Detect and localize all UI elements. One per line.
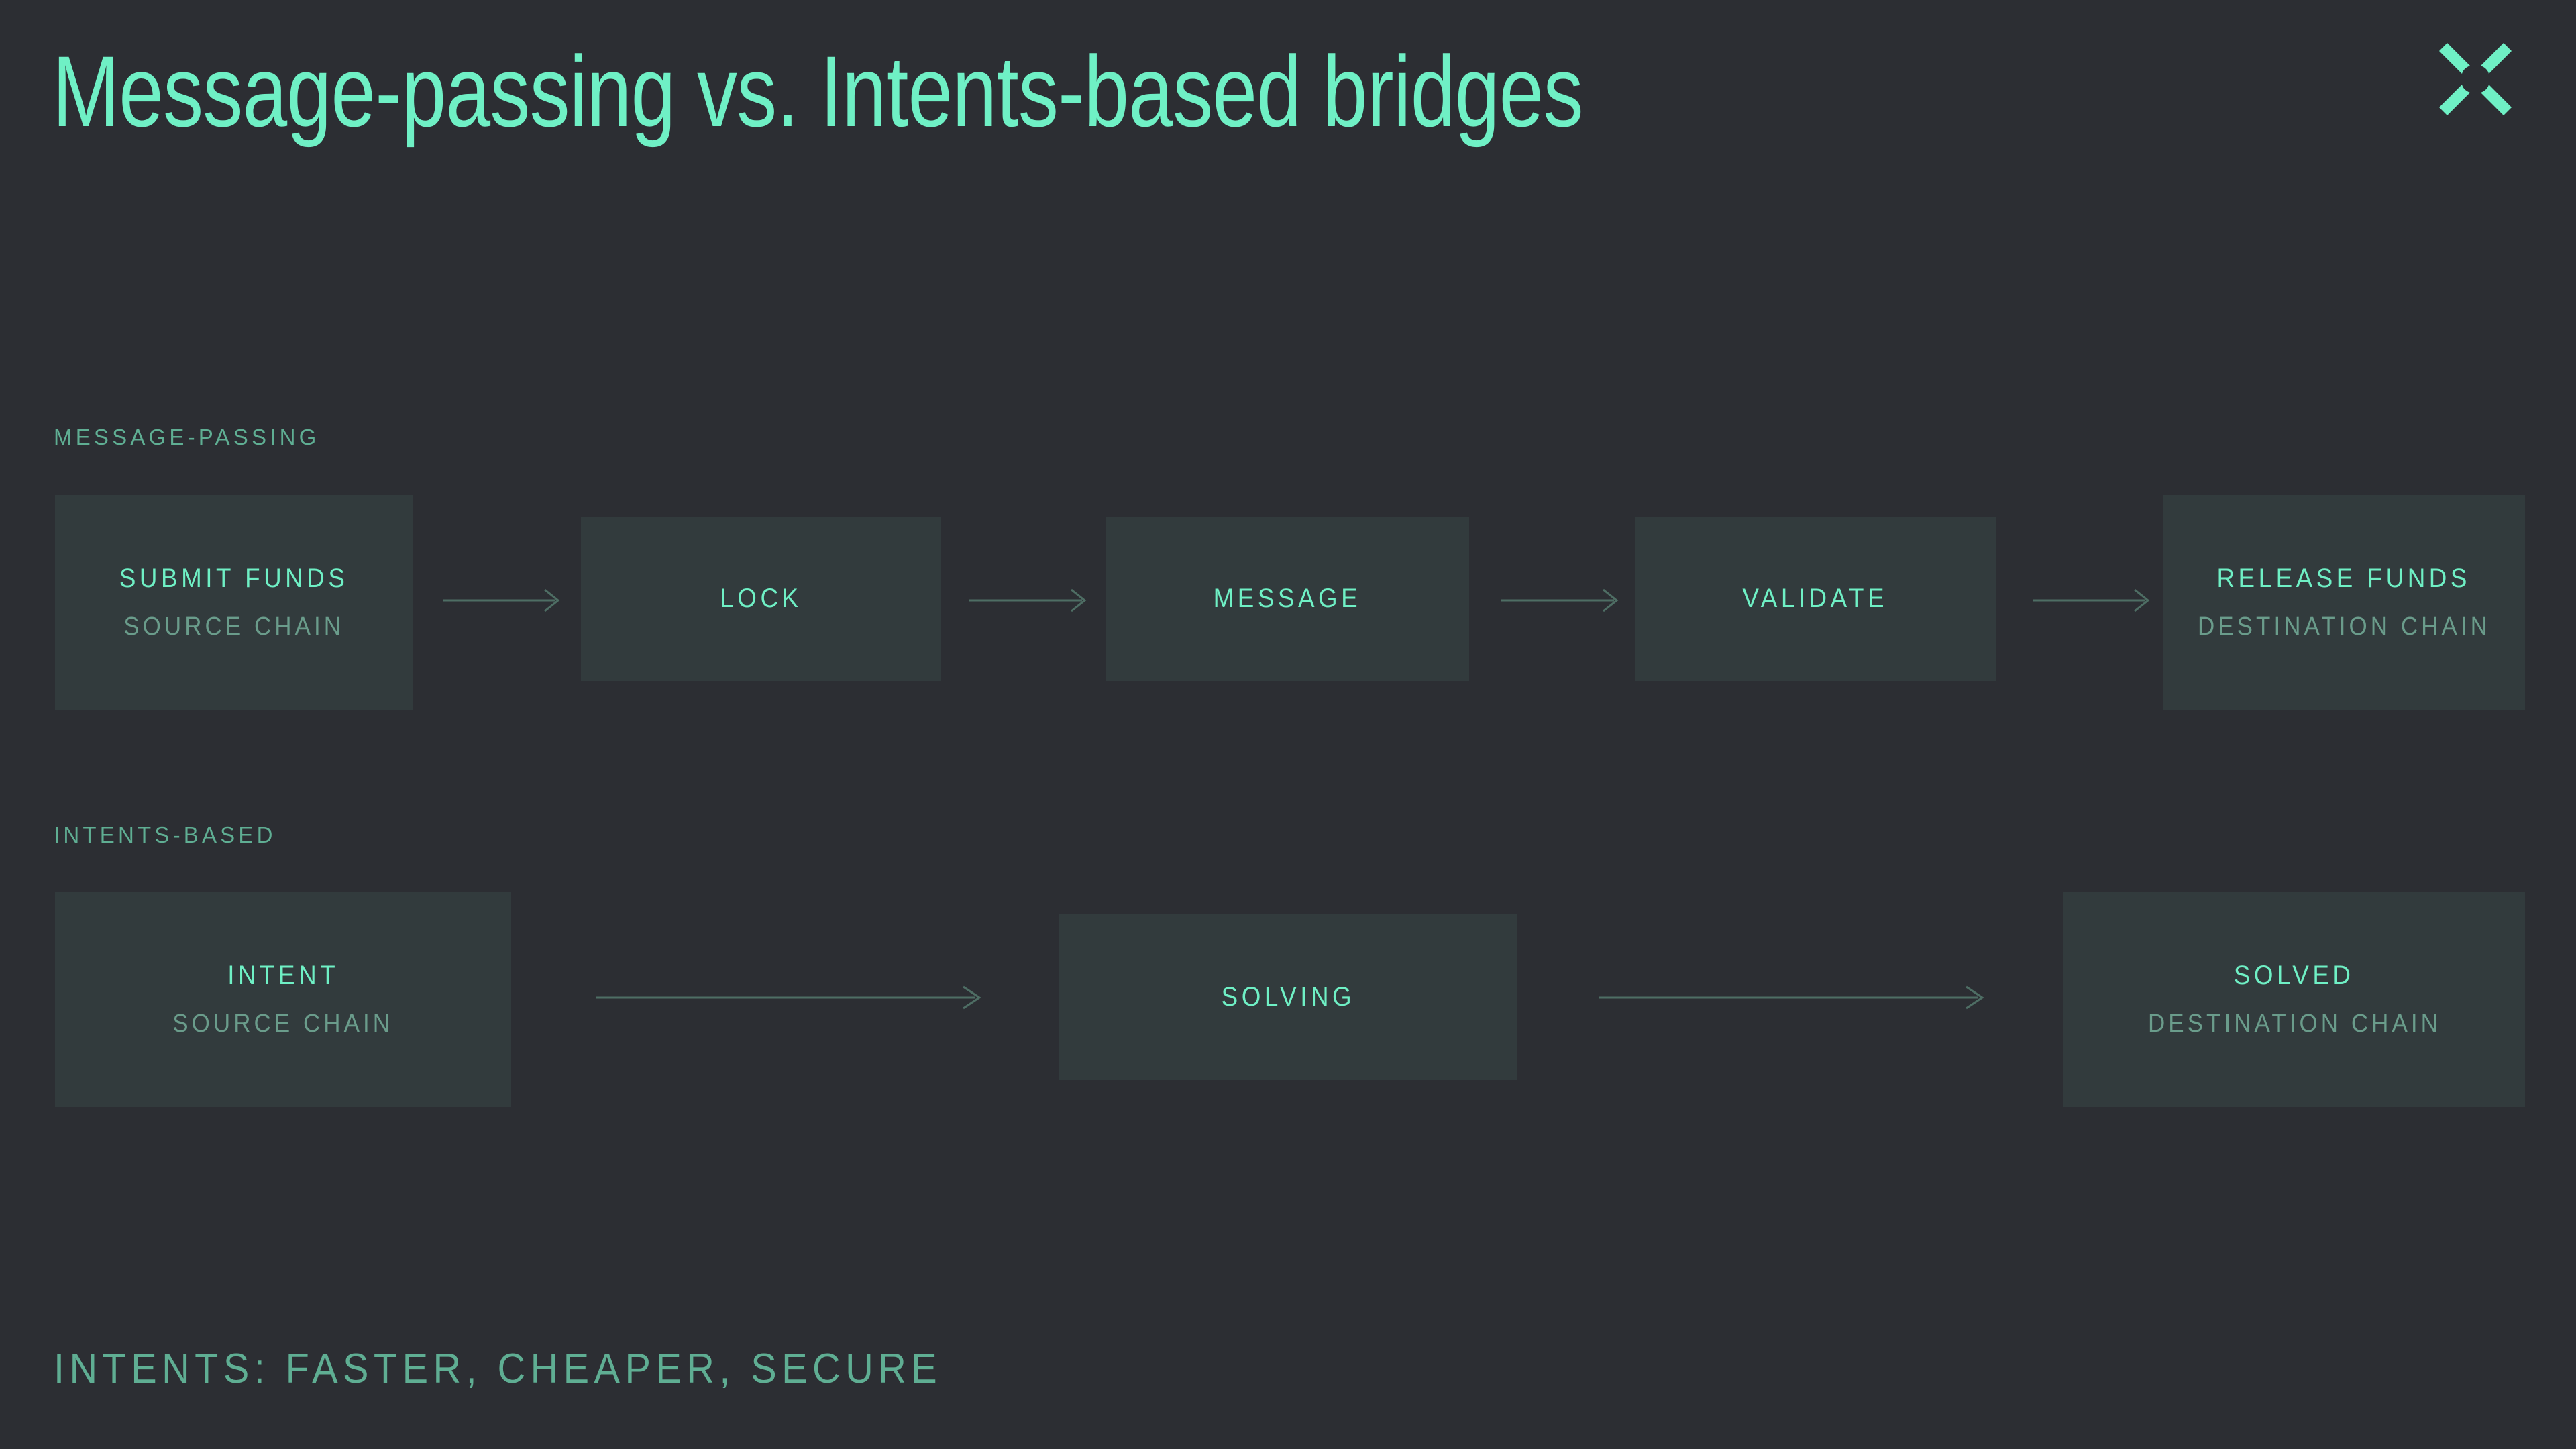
flow-box-title: LOCK: [719, 584, 802, 613]
flow-box-solving[interactable]: SOLVING: [1059, 914, 1517, 1080]
flow-arrow-1: [443, 587, 564, 614]
flow-box-title: RELEASE FUNDS: [2216, 564, 2471, 593]
flow-box-subtitle: DESTINATION CHAIN: [2147, 1010, 2441, 1038]
flow-arrow-2: [969, 587, 1090, 614]
flow-box-title: INTENT: [227, 961, 339, 990]
flow-arrow-long-2: [1599, 984, 1988, 1011]
flow-box-title: SOLVING: [1221, 981, 1355, 1012]
flow-box-subtitle: SOURCE CHAIN: [123, 612, 345, 641]
page-title: Message-passing vs. Intents-based bridge…: [52, 35, 1584, 148]
section-label-intents-based: INTENTS-BASED: [54, 822, 276, 847]
section-label-message-passing: MESSAGE-PASSING: [54, 425, 320, 449]
flow-box-solved[interactable]: SOLVED DESTINATION CHAIN: [2063, 892, 2525, 1107]
flow-box-lock[interactable]: LOCK: [581, 517, 941, 681]
flow-box-message[interactable]: MESSAGE: [1106, 517, 1469, 681]
footer-tagline: INTENTS: FASTER, CHEAPER, SECURE: [54, 1346, 943, 1392]
flow-box-title: SUBMIT FUNDS: [119, 564, 349, 593]
flow-box-intent[interactable]: INTENT SOURCE CHAIN: [55, 892, 511, 1107]
flow-arrow-3: [1501, 587, 1622, 614]
flow-box-title: MESSAGE: [1213, 584, 1362, 613]
flow-box-subtitle: SOURCE CHAIN: [172, 1010, 394, 1038]
flow-box-submit-funds[interactable]: SUBMIT FUNDS SOURCE CHAIN: [55, 495, 413, 710]
flow-arrow-4: [2033, 587, 2153, 614]
x-cross-mark-icon: [2435, 39, 2516, 119]
flow-box-title: SOLVED: [2234, 961, 2355, 990]
flow-box-subtitle: DESTINATION CHAIN: [2197, 612, 2491, 641]
flow-box-title: VALIDATE: [1742, 584, 1888, 613]
flow-box-validate[interactable]: VALIDATE: [1635, 517, 1996, 681]
flow-arrow-long-1: [596, 984, 985, 1011]
flow-box-release-funds[interactable]: RELEASE FUNDS DESTINATION CHAIN: [2163, 495, 2525, 710]
